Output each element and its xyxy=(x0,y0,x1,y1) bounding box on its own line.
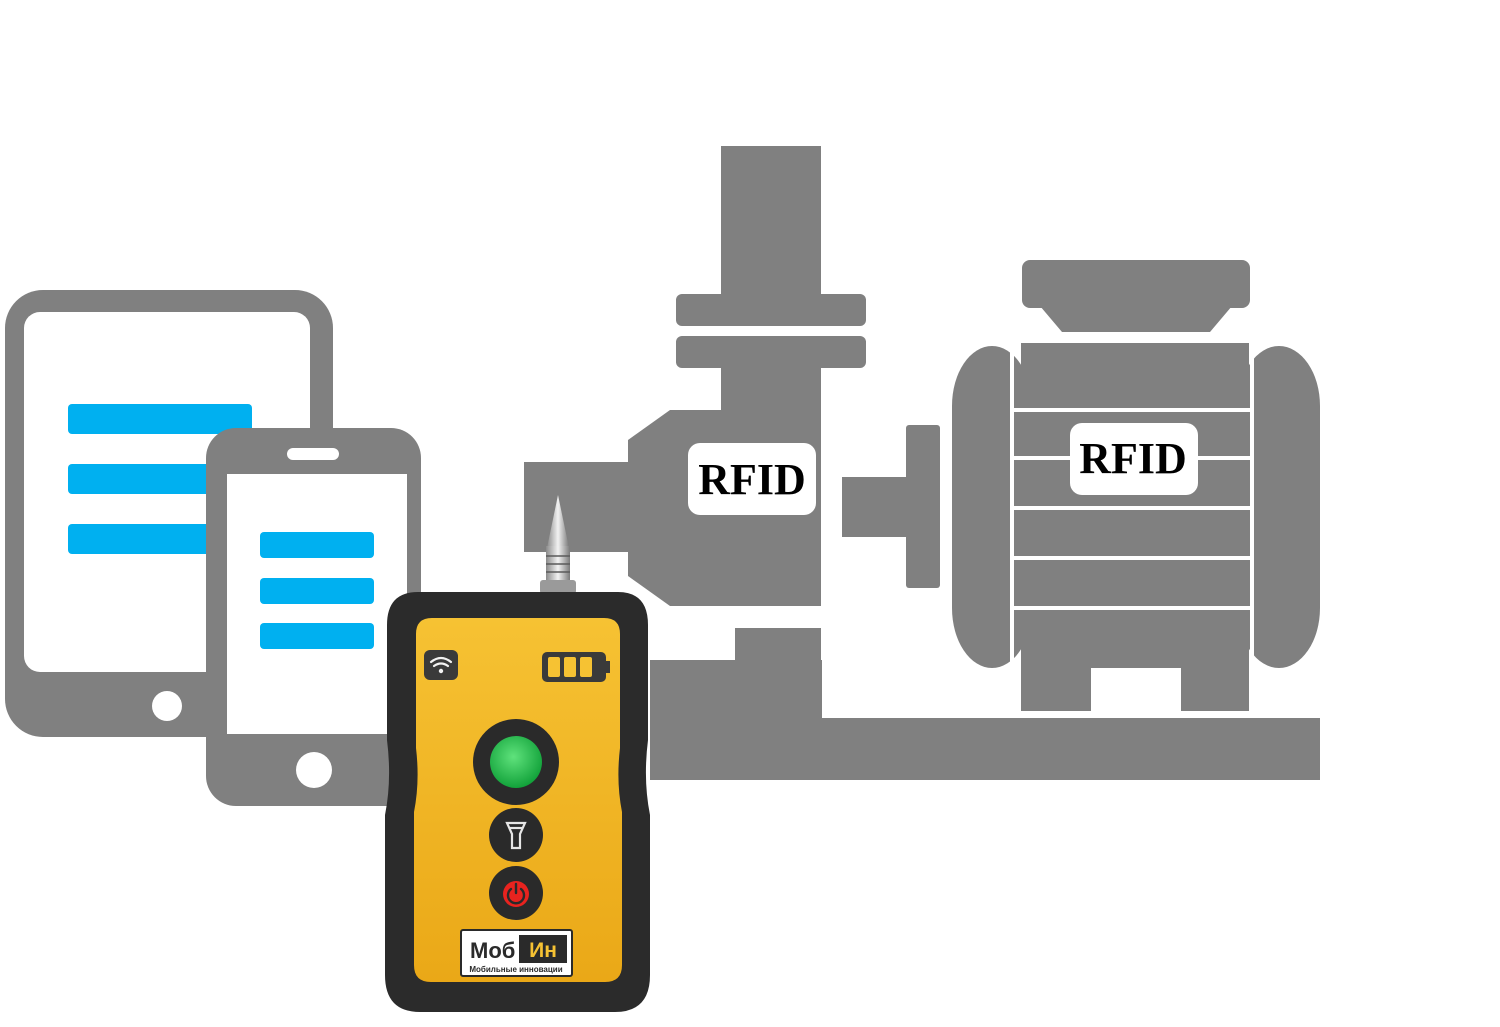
wifi-icon xyxy=(424,650,458,680)
green-action-button[interactable] xyxy=(473,719,559,805)
motor-foot-gap xyxy=(1091,668,1181,718)
motor-right-cap xyxy=(1238,346,1320,668)
flashlight-icon xyxy=(505,821,527,850)
battery-icon xyxy=(542,652,610,682)
tablet-home-button xyxy=(152,691,182,721)
coupling-shaft xyxy=(842,477,910,537)
motor-body xyxy=(1021,343,1249,711)
pump-inlet-cone xyxy=(628,410,685,606)
rfid-tag-motor: RFID xyxy=(1070,423,1198,495)
smartphone-icon xyxy=(206,428,421,806)
phone-screen-lines xyxy=(260,532,374,649)
vertical-pipe xyxy=(721,146,821,296)
pump-inlet-pipe xyxy=(524,462,634,552)
pipe-flange-top xyxy=(676,294,866,326)
reader-antenna xyxy=(540,495,576,594)
logo-subtitle: Мобильные инновации xyxy=(469,965,562,974)
mobin-logo: Моб Ин Мобильные инновации xyxy=(460,929,573,977)
pump-motor-machine xyxy=(524,146,1320,780)
logo-text-left: Моб xyxy=(470,938,515,963)
coupling-flange xyxy=(906,425,940,588)
pipe-neck xyxy=(721,366,821,412)
pump-pedestal xyxy=(735,628,821,668)
rfid-reader-device: Моб Ин Мобильные инновации xyxy=(385,495,650,1012)
power-icon xyxy=(506,882,526,905)
phone-home-button xyxy=(296,752,332,788)
logo-text-right: Ин xyxy=(529,939,557,962)
motor-top-neck xyxy=(1040,306,1232,332)
rfid-label-pump: RFID xyxy=(698,455,806,504)
motor-top-box xyxy=(1022,260,1250,308)
rfid-label-motor: RFID xyxy=(1079,434,1187,483)
machine-base-left xyxy=(650,660,822,730)
rfid-tag-pump: RFID xyxy=(688,443,816,515)
power-button[interactable] xyxy=(489,866,543,920)
flashlight-button[interactable] xyxy=(489,808,543,862)
pipe-flange-bottom xyxy=(676,336,866,368)
phone-speaker xyxy=(287,448,339,460)
